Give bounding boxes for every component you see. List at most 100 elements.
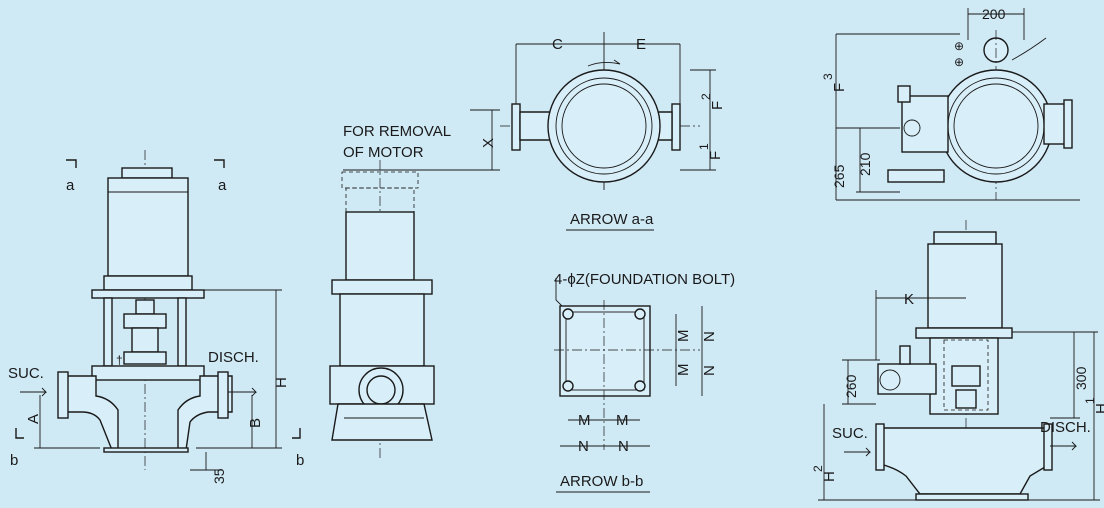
dim-300-label: 300 (1073, 366, 1089, 390)
foundation-inner (565, 311, 645, 391)
dim-m-bottom-left: M (578, 412, 591, 429)
dim-f3-label: F (831, 83, 848, 92)
section-mark-a-right (214, 159, 225, 168)
br-fitting-dial (879, 369, 901, 391)
gauge-dial (903, 119, 921, 137)
suction-flange (57, 371, 69, 419)
dim-c-label: C (552, 36, 563, 53)
section-b-left-label: b (10, 452, 18, 469)
discharge-flange (217, 371, 229, 419)
section-a-left-label: a (66, 177, 75, 194)
pressure-switch (897, 85, 911, 103)
base-plate (103, 447, 189, 453)
dim-f2-sub: 2 (699, 93, 713, 100)
tr-casing-outer (939, 69, 1053, 183)
dim-h2-sub: 2 (811, 465, 825, 472)
dim-210-label: 210 (857, 152, 873, 176)
tr-discharge-flange (1063, 99, 1073, 149)
dim-h-label: H (273, 377, 290, 388)
dim-h1-label: H (1093, 403, 1104, 414)
dim-k-label: K (904, 291, 914, 308)
suction-flow-arrow (20, 387, 48, 397)
power-cable (1011, 37, 1047, 61)
coupling-hub (123, 313, 167, 329)
aa-casing-mid (555, 77, 653, 175)
side-base (331, 403, 433, 441)
br-discharge-flange (1043, 423, 1053, 471)
lifting-mark: † (116, 353, 123, 367)
arrow-aa-label: ARROW a-a (570, 211, 654, 228)
br-motor-body (927, 243, 1003, 329)
dim-m-right-bottom: M (675, 364, 692, 377)
frame-post-left (103, 297, 113, 367)
pump-casing (63, 375, 233, 451)
br-discharge-arrow (1050, 441, 1078, 451)
br-suction-flange (875, 423, 885, 471)
br-side-fitting (877, 363, 937, 395)
dim-m-bottom-right: M (616, 412, 629, 429)
section-b-right-label: b (296, 452, 304, 469)
section-mark-b-right (292, 428, 301, 439)
foundation-bolt-label: 4-ϕZ(FOUNDATION BOLT) (554, 271, 735, 288)
br-pump-casing (879, 427, 1051, 495)
motor-removal-outline (341, 171, 419, 189)
side-flange-inner (366, 375, 396, 405)
suc-label-right: SUC. (832, 425, 868, 442)
dim-n-bottom-right: N (618, 438, 629, 455)
bolt-hole-tl (562, 308, 574, 320)
arrow-bb-label: ARROW b-b (560, 473, 643, 490)
dim-e-label: E (636, 36, 646, 53)
motor-terminal-box (901, 95, 949, 153)
dim-h2-label: H (821, 471, 838, 482)
aa-casing-outer (547, 69, 661, 183)
dim-n-bottom-left: N (578, 438, 589, 455)
aa-suction-nozzle (519, 111, 553, 141)
dim-f1-sub: 1 (697, 143, 711, 150)
front-elevation-view: a a † SUC. DISCH. A B (8, 150, 304, 484)
dim-f3-sub: 3 (821, 73, 835, 80)
section-mark-b-left (15, 428, 24, 439)
br-seal (955, 389, 977, 409)
frame-post-right (177, 297, 187, 367)
section-mark-a-left (66, 159, 77, 168)
arrow-bb-view: 4-ϕZ(FOUNDATION BOLT) M M N N M M N N AR… (554, 271, 735, 493)
foundation-plate (559, 305, 651, 397)
suc-label-front: SUC. (8, 365, 44, 382)
seal-housing (131, 327, 159, 353)
dim-n-right-top: N (701, 331, 718, 342)
dim-f2-label: F (709, 101, 726, 110)
tr-casing-inner (953, 83, 1039, 169)
bolt-hole-bl (562, 380, 574, 392)
tr-pipe-fitting (887, 169, 945, 183)
mounting-plate (91, 289, 205, 299)
motor-body (107, 177, 189, 277)
dim-n-right-bottom: N (701, 365, 718, 376)
bolt-mark-2: ⊕ (954, 55, 964, 69)
dim-200-label: 200 (982, 6, 1006, 22)
br-coupling (951, 365, 981, 387)
motor-flange (103, 275, 193, 291)
dim-265-label: 265 (831, 164, 847, 188)
dim-m-right-top: M (675, 330, 692, 343)
seal-gland (123, 351, 167, 365)
bolt-hole-tr (634, 308, 646, 320)
side-frame (339, 293, 425, 367)
section-a-right-label: a (218, 177, 227, 194)
dim-35-label: 35 (211, 468, 227, 484)
bottom-right-elevation-view: SUC. DISCH. K 260 H 2 300 H 1 (811, 220, 1104, 501)
casing-cover (91, 365, 205, 381)
coupling (135, 299, 155, 315)
aa-discharge-flange (671, 103, 681, 151)
side-motor-body (345, 211, 415, 281)
bolt-hole-br (634, 380, 646, 392)
aa-suction-flange (511, 103, 521, 151)
dim-f1-label: F (707, 151, 724, 160)
top-right-plan-view: 200 ⊕ ⊕ F 3 265 210 (821, 6, 1080, 201)
br-motor-flange (915, 327, 1013, 339)
dim-260-label: 260 (843, 374, 859, 398)
bolt-mark-1: ⊕ (954, 39, 964, 53)
br-motor-cap (933, 231, 997, 245)
disch-label-right: DISCH. (1040, 419, 1091, 436)
